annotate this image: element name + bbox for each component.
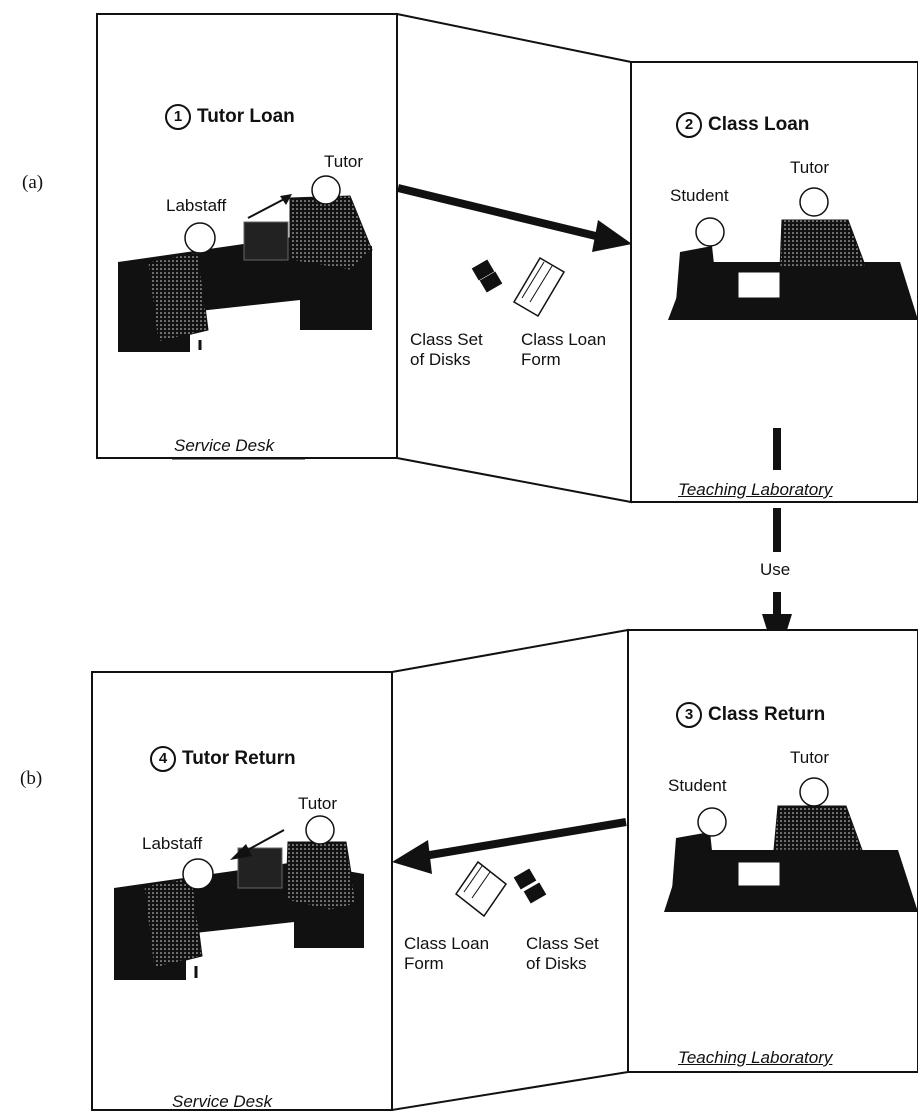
step-4-labstaff-label: Labstaff <box>142 834 203 853</box>
step-2-student-label: Student <box>670 186 729 205</box>
screen-a <box>96 12 918 504</box>
step-1-tutor-label: Tutor <box>324 152 364 171</box>
step-1-number: 1 <box>165 104 191 130</box>
tutor-body <box>289 195 373 271</box>
item-form-b-line1: Class Loan <box>404 934 490 953</box>
class-return-scene <box>664 777 918 912</box>
location-teaching-lab-a: Teaching Laboratory <box>678 480 833 499</box>
class-loan-form-icon <box>454 860 508 918</box>
step-4-title-text: Tutor Return <box>182 748 296 770</box>
step-4-title: 4 Tutor Return <box>150 746 296 772</box>
item-form-a-line2: Form <box>521 350 561 369</box>
service-desk-scene-a <box>118 175 373 352</box>
location-service-desk-a: Service Desk <box>174 436 275 455</box>
tutor-head <box>799 777 829 807</box>
tutor-head <box>311 175 341 205</box>
step-4-number: 4 <box>150 746 176 772</box>
tutor-body <box>773 805 863 851</box>
panel-middle-a <box>396 12 632 504</box>
loan-arrow <box>397 184 605 242</box>
class-set-of-disks-icon <box>513 868 547 904</box>
table <box>668 262 918 320</box>
step-1-title-text: Tutor Loan <box>197 106 295 128</box>
part-label-a: (a) <box>22 172 44 193</box>
step-3-title-text: Class Return <box>708 704 826 726</box>
tutor-head <box>799 187 829 217</box>
step-3-number: 3 <box>676 702 702 728</box>
item-form-a-line1: Class Loan <box>521 330 607 349</box>
student-head <box>697 807 727 837</box>
student-head <box>695 217 725 247</box>
class-loan-form-icon <box>512 256 566 318</box>
chair <box>143 877 203 969</box>
step-2-title-text: Class Loan <box>708 114 810 136</box>
step-3-title: 3 Class Return <box>676 702 825 728</box>
tutor-body <box>285 841 357 911</box>
computer <box>243 221 289 261</box>
class-set-of-disks-icon <box>471 259 503 293</box>
step-2-tutor-label: Tutor <box>790 158 830 177</box>
loan-form <box>737 271 781 299</box>
item-disks-a-line1: Class Set <box>410 330 483 349</box>
class-loan-scene <box>668 187 918 320</box>
step-3-tutor-label: Tutor <box>790 748 830 767</box>
student-body <box>672 832 716 890</box>
item-disks-b-line2: of Disks <box>526 954 587 973</box>
labstaff-head <box>182 858 214 890</box>
tutor-head <box>305 815 335 845</box>
tutor-body <box>779 219 867 269</box>
chair <box>147 251 209 343</box>
item-form-b-line2: Form <box>404 954 444 973</box>
location-service-desk-b: Service Desk <box>172 1092 273 1111</box>
service-desk-scene-b <box>114 815 364 980</box>
step-4-tutor-label: Tutor <box>298 794 338 813</box>
part-label-b: (b) <box>20 768 43 789</box>
student-body <box>676 246 718 302</box>
step-2-number: 2 <box>676 112 702 138</box>
step-2-title: 2 Class Loan <box>676 112 809 138</box>
step-1-title: 1 Tutor Loan <box>165 104 295 130</box>
table <box>664 850 918 912</box>
item-disks-a-line2: of Disks <box>410 350 471 369</box>
labstaff-head <box>184 222 216 254</box>
tutor-pointer <box>243 829 285 853</box>
use-label: Use <box>760 560 791 579</box>
loan-form <box>737 861 781 887</box>
step-1-labstaff-label: Labstaff <box>166 196 227 215</box>
step-3-student-label: Student <box>668 776 727 795</box>
item-disks-b-line1: Class Set <box>526 934 599 953</box>
return-arrow <box>423 818 627 860</box>
screen-b <box>91 628 918 1112</box>
location-teaching-lab-b: Teaching Laboratory <box>678 1048 833 1067</box>
